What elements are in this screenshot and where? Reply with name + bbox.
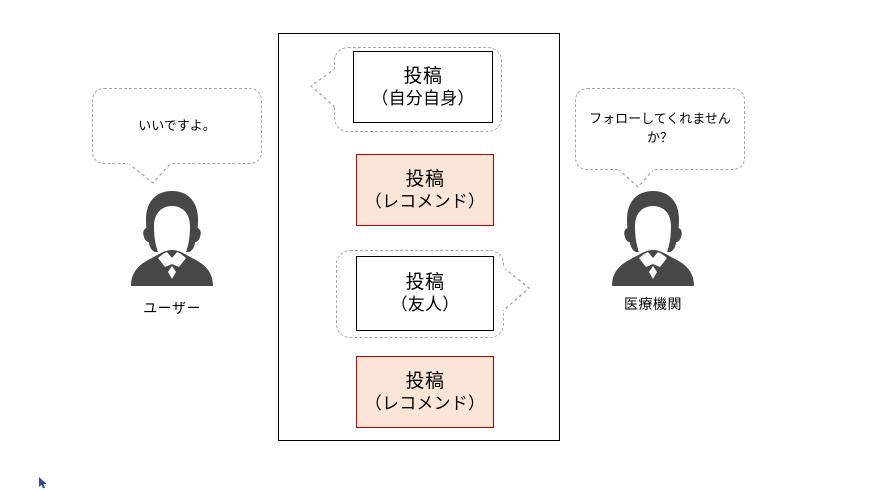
post-card-recommend-2-subtitle: （レコメンド） xyxy=(364,393,486,413)
post-card-recommend-2-title: 投稿 xyxy=(405,370,445,392)
speech-bubble-medical: フォローしてくれませんか？ xyxy=(575,88,745,188)
post-card-self-title: 投稿 xyxy=(403,65,443,87)
post-card-friend-title: 投稿 xyxy=(405,272,445,294)
speech-tail-user-icon xyxy=(93,161,261,187)
post-card-recommend-1-title: 投稿 xyxy=(405,168,445,190)
speech-bubble-user-text: いいですよ。 xyxy=(138,117,216,133)
post-card-recommend-2[interactable]: 投稿 （レコメンド） xyxy=(356,356,494,428)
post-card-self[interactable]: 投稿 （自分自身） xyxy=(353,51,493,123)
post-card-recommend-1[interactable]: 投稿 （レコメンド） xyxy=(356,154,494,226)
timeline-panel: 投稿 （自分自身） 投稿 （レコメンド） 投稿 （友人） 投稿 （レコメンド） xyxy=(278,33,560,441)
post-tail-left-icon xyxy=(309,66,338,110)
post-card-recommend-1-subtitle: （レコメンド） xyxy=(364,191,486,211)
post-card-friend-subtitle: （友人） xyxy=(390,295,460,315)
post-card-self-subtitle: （自分自身） xyxy=(371,88,475,108)
avatar-medical xyxy=(605,188,701,286)
post-card-friend[interactable]: 投稿 （友人） xyxy=(356,256,494,331)
speech-bubble-medical-text: フォローしてくれませんか？ xyxy=(589,111,731,145)
post-tail-right-icon xyxy=(502,266,531,312)
actor-label-user: ユーザー xyxy=(143,300,201,316)
actor-label-medical: 医療機関 xyxy=(624,296,682,312)
speech-bubble-user: いいですよ。 xyxy=(92,88,262,184)
avatar-user xyxy=(124,188,220,286)
mouse-cursor-icon xyxy=(38,477,48,490)
speech-tail-medical-icon xyxy=(576,167,744,193)
